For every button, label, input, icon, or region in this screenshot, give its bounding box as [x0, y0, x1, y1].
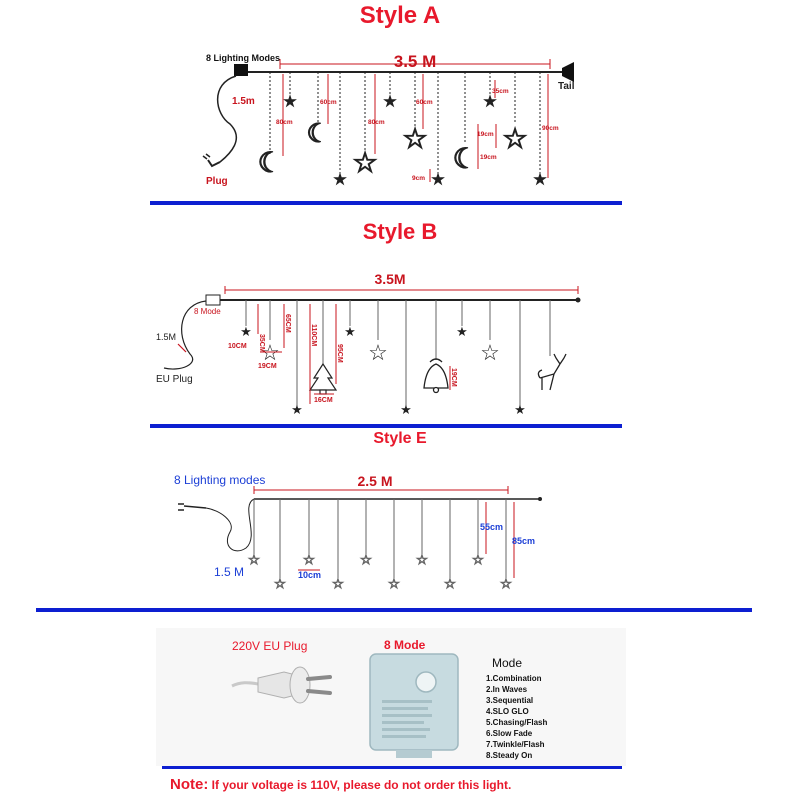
- style-b-modes-label: 8 Mode: [194, 307, 221, 316]
- style-e-length-label: 2.5 M: [357, 473, 392, 489]
- style-b-plug-label: EU Plug: [156, 374, 193, 385]
- style-a-modes-label: 8 Lighting Modes: [206, 53, 280, 63]
- mode-label: 8 Mode: [384, 638, 426, 652]
- christmas-tree-icon: [308, 362, 338, 395]
- voltage-note: Note: If your voltage is 110V, please do…: [170, 776, 511, 793]
- svg-text:☆: ☆: [352, 147, 377, 178]
- controller-unit-icon: [369, 653, 459, 758]
- svg-text:☆: ☆: [360, 552, 372, 567]
- style-b-cord-label: 1.5M: [156, 332, 176, 342]
- svg-text:★: ★: [400, 402, 412, 417]
- controller-box-icon: [205, 294, 221, 306]
- svg-text:★: ★: [284, 93, 297, 109]
- svg-text:☆: ☆: [472, 552, 484, 567]
- style-a-tail-label: Tail: [558, 81, 575, 92]
- tail-icon: [562, 62, 574, 82]
- style-a-80cm-left: 80cm: [276, 119, 293, 126]
- style-a-80cm-right: 80cm: [368, 119, 385, 126]
- mode-item: 3.Sequential: [486, 696, 534, 705]
- divider-style-b: [150, 424, 622, 428]
- svg-text:☆: ☆: [274, 576, 286, 591]
- svg-text:★: ★: [456, 324, 468, 339]
- style-b-35cm: 35CM: [258, 334, 265, 353]
- svg-text:☆: ☆: [444, 576, 456, 591]
- mode-item: 5.Chasing/Flash: [486, 718, 548, 727]
- style-e-10cm: 10cm: [298, 570, 321, 580]
- style-a-60cm-left: 60cm: [320, 99, 337, 106]
- svg-text:☾: ☾: [452, 143, 477, 174]
- svg-text:★: ★: [432, 171, 445, 187]
- style-a-19cm-top: 19cm: [477, 131, 494, 138]
- svg-text:☆: ☆: [500, 576, 512, 591]
- style-e-modes-label: 8 Lighting modes: [174, 473, 265, 487]
- mode-item: 8.Steady On: [486, 751, 533, 760]
- style-e-85cm: 85cm: [512, 536, 535, 546]
- svg-text:☆: ☆: [332, 576, 344, 591]
- style-b-length-label: 3.5M: [374, 271, 405, 287]
- svg-text:★: ★: [291, 402, 303, 417]
- mode-list-title: Mode: [492, 656, 523, 670]
- svg-text:☾: ☾: [306, 118, 329, 148]
- svg-text:☆: ☆: [402, 123, 427, 154]
- style-b-110cm: 110CM: [310, 324, 317, 346]
- controller-box-icon: [234, 64, 248, 76]
- bell-icon: [423, 358, 449, 394]
- style-b-19cm-left: 19CM: [258, 363, 277, 370]
- style-a-length-label: 3.5 M: [394, 52, 437, 71]
- style-e-diagram: 8 Lighting modes 2.5 M 1.5 M ☆ ☆ ☆ ☆ ☆ ☆…: [174, 473, 542, 592]
- mode-item: 1.Combination: [486, 674, 542, 683]
- divider-style-a: [150, 201, 622, 205]
- divider-note: [162, 766, 622, 769]
- mode-item: 6.Slow Fade: [486, 729, 533, 738]
- plug-icon: [202, 153, 221, 168]
- style-b-65cm: 65CM: [284, 314, 291, 333]
- svg-text:☆: ☆: [388, 576, 400, 591]
- style-a-60cm-right: 60cm: [416, 99, 433, 106]
- style-a-35cm: 35cm: [492, 88, 509, 95]
- style-a-title: Style A: [359, 2, 441, 29]
- style-a-19cm-bottom: 19cm: [480, 154, 497, 161]
- reindeer-icon: [537, 353, 567, 391]
- svg-text:☆: ☆: [502, 123, 527, 154]
- svg-text:★: ★: [334, 171, 347, 187]
- style-a-plug-label: Plug: [206, 176, 228, 187]
- style-a-90cm: 90cm: [542, 125, 559, 132]
- style-e-cord-label: 1.5 M: [214, 565, 244, 579]
- svg-text:☆: ☆: [416, 552, 428, 567]
- divider-style-e: [36, 608, 752, 612]
- mode-item: 4.SLO GLO: [486, 707, 529, 716]
- note-text: If your voltage is 110V, please do not o…: [208, 778, 512, 792]
- note-label: Note:: [170, 776, 209, 793]
- svg-text:★: ★: [514, 402, 526, 417]
- svg-text:☆: ☆: [303, 552, 315, 567]
- plug-label: 220V EU Plug: [232, 639, 308, 653]
- svg-text:☆: ☆: [248, 552, 260, 567]
- mode-item: 2.In Waves: [486, 685, 528, 694]
- style-a-cord-label: 1.5m: [232, 96, 255, 107]
- style-b-16cm: 16CM: [314, 397, 333, 404]
- style-b-10cm: 10CM: [228, 343, 247, 350]
- svg-text:☆: ☆: [368, 340, 388, 365]
- eu-plug-icon: [231, 666, 332, 704]
- style-a-diagram: ★ ★ ★ ★ ★ ★ ☾ ☾ ☾ ☆ ☆ ☆ 8 Lighting Modes…: [202, 52, 575, 188]
- plug-icon: [178, 503, 207, 511]
- mode-item: 7.Twinkle/Flash: [486, 740, 545, 749]
- style-b-19cm-right: 19CM: [450, 368, 457, 387]
- style-a-9cm: 9cm: [412, 175, 425, 182]
- svg-text:★: ★: [534, 171, 547, 187]
- svg-text:☾: ☾: [257, 147, 282, 178]
- style-b-95cm: 95CM: [336, 344, 343, 363]
- style-e-55cm: 55cm: [480, 522, 503, 532]
- svg-text:★: ★: [384, 93, 397, 109]
- style-b-diagram: 3.5M 8 Mode 1.5M EU Plug ★ ★ ★ ★ ★ ★ ☆ ☆…: [156, 271, 581, 417]
- style-e-title: Style E: [373, 430, 427, 447]
- svg-text:★: ★: [344, 324, 356, 339]
- svg-text:☆: ☆: [480, 340, 500, 365]
- svg-text:★: ★: [240, 324, 252, 339]
- svg-text:★: ★: [484, 93, 497, 109]
- style-b-title: Style B: [362, 219, 438, 244]
